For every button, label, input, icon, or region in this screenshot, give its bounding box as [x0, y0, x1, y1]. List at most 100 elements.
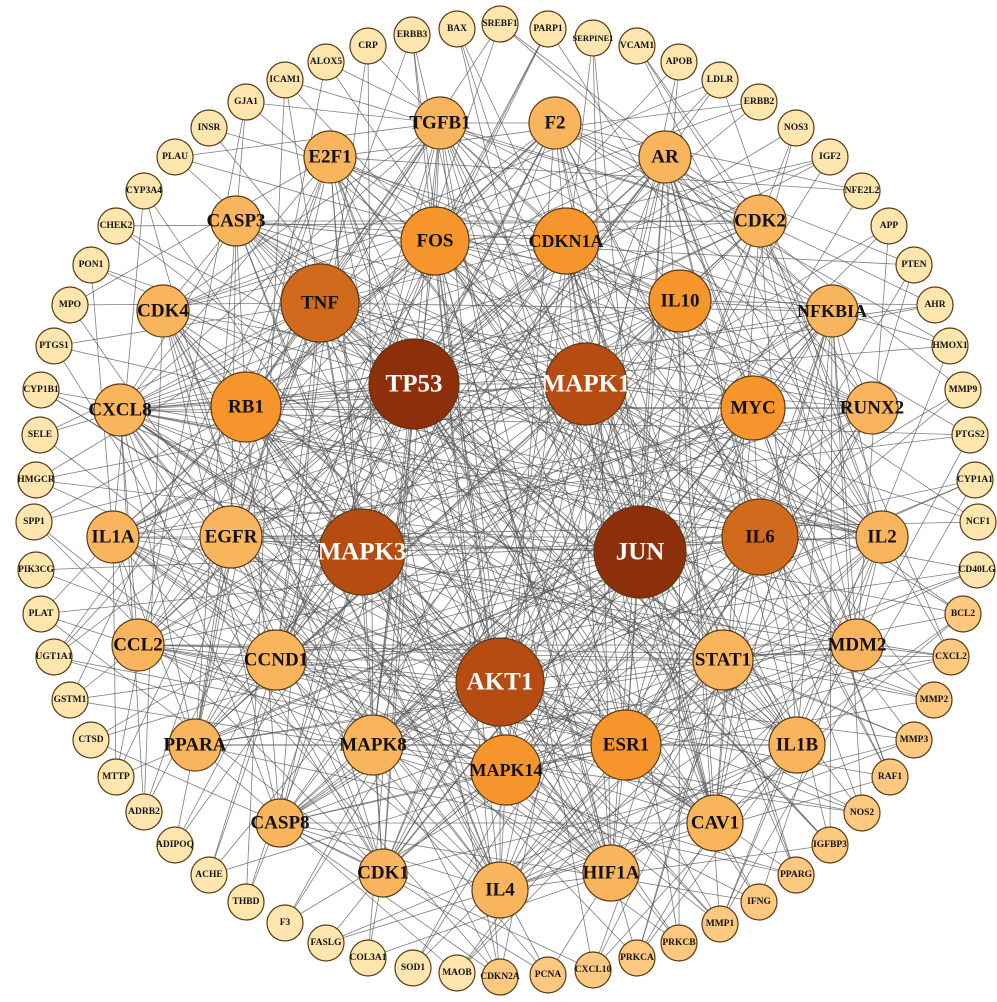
- node-rb1[interactable]: RB1: [210, 371, 282, 443]
- node-erbb3[interactable]: ERBB3: [393, 16, 431, 54]
- node-myc[interactable]: MYC: [720, 375, 786, 441]
- node-serpine1[interactable]: SERPINE1: [572, 19, 614, 57]
- node-il1b[interactable]: IL1B: [768, 716, 826, 774]
- node-cd40lg[interactable]: CD40LG: [958, 551, 997, 589]
- node-stat1[interactable]: STAT1: [692, 629, 754, 691]
- node-app[interactable]: APP: [870, 207, 908, 245]
- node-crp[interactable]: CRP: [349, 27, 387, 65]
- node-e2f1[interactable]: E2F1: [303, 130, 357, 184]
- node-hmox1[interactable]: HMOX1: [931, 327, 969, 365]
- node-ahr[interactable]: AHR: [916, 286, 954, 324]
- node-mapk8[interactable]: MAPK8: [339, 714, 407, 776]
- node-plau[interactable]: PLAU: [156, 138, 194, 176]
- node-plat[interactable]: PLAT: [22, 595, 60, 633]
- node-col3a1[interactable]: COL3A1: [349, 939, 387, 977]
- node-parp1[interactable]: PARP1: [529, 10, 567, 48]
- node-ccl2[interactable]: CCL2: [111, 618, 165, 672]
- node-cyp1b1[interactable]: CYP1B1: [22, 371, 60, 409]
- node-tp53[interactable]: TP53: [368, 338, 460, 430]
- node-ppara[interactable]: PPARA: [164, 718, 227, 772]
- node-mmp2[interactable]: MMP2: [915, 681, 953, 719]
- node-adipoq[interactable]: ADIPOQ: [156, 826, 194, 864]
- node-il2[interactable]: IL2: [855, 510, 909, 564]
- node-mapk1[interactable]: MAPK1: [542, 342, 631, 426]
- node-apob[interactable]: APOB: [660, 43, 698, 81]
- node-cxcl2[interactable]: CXCL2: [932, 638, 970, 676]
- node-icam1[interactable]: ICAM1: [266, 61, 304, 99]
- node-cyp1a1[interactable]: CYP1A1: [956, 461, 994, 499]
- node-mpo[interactable]: MPO: [51, 286, 89, 324]
- node-igfbp3[interactable]: IGFBP3: [811, 826, 849, 864]
- node-ncf1[interactable]: NCF1: [959, 503, 997, 541]
- node-cdk2[interactable]: CDK2: [733, 194, 787, 248]
- node-mdm2[interactable]: MDM2: [827, 618, 887, 672]
- node-il4[interactable]: IL4: [471, 861, 529, 919]
- node-casp8[interactable]: CASP8: [250, 798, 310, 848]
- node-tgfb1[interactable]: TGFB1: [409, 96, 471, 150]
- node-il1a[interactable]: IL1A: [86, 510, 140, 564]
- node-cdkn2a[interactable]: CDKN2A: [480, 958, 520, 996]
- node-chek2[interactable]: CHEK2: [97, 207, 135, 245]
- node-cdk1[interactable]: CDK1: [357, 848, 409, 898]
- node-cdkn1a[interactable]: CDKN1A: [529, 207, 604, 275]
- node-raf1[interactable]: RAF1: [871, 758, 909, 796]
- node-nos2[interactable]: NOS2: [843, 794, 881, 832]
- node-runx2[interactable]: RUNX2: [840, 381, 904, 435]
- node-cav1[interactable]: CAV1: [686, 794, 744, 852]
- node-maob[interactable]: MAOB: [438, 954, 476, 992]
- node-f3[interactable]: F3: [266, 904, 304, 942]
- node-pcna[interactable]: PCNA: [529, 956, 567, 994]
- node-gja1[interactable]: GJA1: [227, 83, 265, 121]
- node-mapk3[interactable]: MAPK3: [318, 508, 407, 596]
- node-ache[interactable]: ACHE: [190, 856, 228, 894]
- node-bax[interactable]: BAX: [438, 10, 476, 48]
- node-alox5[interactable]: ALOX5: [307, 43, 345, 81]
- node-ptgs1[interactable]: PTGS1: [35, 327, 73, 365]
- node-esr1[interactable]: ESR1: [590, 709, 662, 781]
- node-adrb2[interactable]: ADRB2: [125, 793, 163, 831]
- node-gstm1[interactable]: GSTM1: [51, 681, 89, 719]
- node-nfe2l2[interactable]: NFE2L2: [843, 172, 881, 210]
- node-igf2[interactable]: IGF2: [811, 138, 849, 176]
- node-mmp9[interactable]: MMP9: [944, 371, 982, 409]
- node-casp3[interactable]: CASP3: [206, 195, 266, 247]
- node-pparg[interactable]: PPARG: [777, 856, 815, 894]
- node-erbb2[interactable]: ERBB2: [740, 83, 778, 121]
- node-ctsd[interactable]: CTSD: [72, 721, 110, 759]
- node-pik3cg[interactable]: PIK3CG: [17, 551, 55, 589]
- node-mmp3[interactable]: MMP3: [895, 721, 933, 759]
- node-sele[interactable]: SELE: [21, 416, 59, 454]
- node-nfkbia[interactable]: NFKBIA: [797, 284, 867, 338]
- node-cyp3a4[interactable]: CYP3A4: [125, 172, 163, 210]
- node-bcl2[interactable]: BCL2: [944, 595, 982, 633]
- node-akt1[interactable]: AKT1: [455, 637, 545, 727]
- node-ldlr[interactable]: LDLR: [701, 61, 739, 99]
- node-cxcl10[interactable]: CXCL10: [574, 951, 612, 989]
- node-hif1a[interactable]: HIF1A: [582, 844, 640, 902]
- node-pon1[interactable]: PON1: [72, 246, 110, 284]
- node-mapk14[interactable]: MAPK14: [470, 734, 543, 806]
- node-pten[interactable]: PTEN: [895, 246, 933, 284]
- node-cdk4[interactable]: CDK4: [136, 284, 190, 338]
- node-mmp1[interactable]: MMP1: [701, 905, 739, 943]
- node-ccnd1[interactable]: CCND1: [244, 629, 308, 691]
- node-il6[interactable]: IL6: [721, 498, 799, 576]
- node-thbd[interactable]: THBD: [227, 883, 265, 921]
- node-ar[interactable]: AR: [638, 130, 692, 184]
- node-jun[interactable]: JUN: [593, 505, 687, 599]
- node-ugt1a1[interactable]: UGT1A1: [35, 638, 73, 676]
- node-nos3[interactable]: NOS3: [777, 109, 815, 147]
- node-spp1[interactable]: SPP1: [15, 503, 53, 541]
- node-tnf[interactable]: TNF: [280, 263, 360, 343]
- node-srebf1[interactable]: SREBF1: [481, 5, 519, 43]
- node-fos[interactable]: FOS: [400, 206, 470, 276]
- node-insr[interactable]: INSR: [190, 109, 228, 147]
- node-hmgcr[interactable]: HMGCR: [17, 461, 55, 499]
- node-ptgs2[interactable]: PTGS2: [951, 416, 989, 454]
- node-f2[interactable]: F2: [528, 96, 582, 150]
- node-faslg[interactable]: FASLG: [307, 924, 345, 962]
- node-egfr[interactable]: EGFR: [199, 505, 263, 569]
- node-mttp[interactable]: MTTP: [97, 758, 135, 796]
- node-ifng[interactable]: IFNG: [740, 883, 778, 921]
- node-vcam1[interactable]: VCAM1: [618, 27, 656, 65]
